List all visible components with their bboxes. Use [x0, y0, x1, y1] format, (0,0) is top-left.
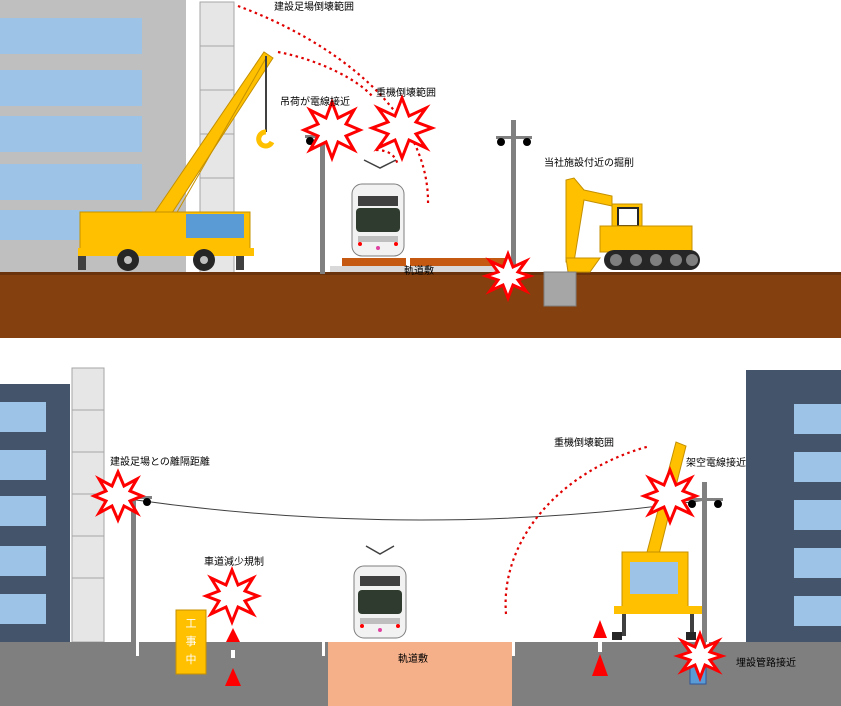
label-scaffold-collapse: 建設足場倒壊範囲: [274, 0, 354, 13]
overhead-wire: [135, 499, 707, 521]
sign-char: 工: [186, 617, 197, 630]
utility-pole-icon: [305, 135, 341, 274]
excavator-icon: [565, 177, 700, 273]
hazard-burst-icon: [673, 629, 727, 683]
warning-triangle-icon: [592, 620, 608, 676]
bottom-left-scaffold: [71, 367, 105, 643]
sign-char: 中: [186, 653, 197, 666]
label-machine-collapse: 重機倒壊範囲: [554, 436, 614, 449]
hazard-burst-icon: [367, 93, 437, 163]
bottom-left-building: [0, 384, 70, 642]
bottom-track-bed: [328, 642, 512, 706]
collapse-range-arc: [504, 444, 651, 615]
label-top-track-bed: 軌道敷: [404, 264, 434, 277]
bottom-scene: 工 事 中: [0, 367, 841, 706]
utility-pole-icon: [496, 120, 532, 278]
label-load-near-wire: 吊荷が電線接近: [280, 95, 350, 108]
label-bottom-track-bed: 軌道敷: [398, 652, 428, 665]
crane-icon: [612, 441, 702, 640]
tram-icon: [351, 159, 405, 257]
label-buried-pipe-near: 埋設管路接近: [736, 656, 796, 669]
construction-sign-icon: 工 事 中: [175, 609, 207, 675]
top-ground: [0, 274, 841, 338]
hazard-burst-icon: [481, 249, 535, 303]
top-track-bed-base: [330, 266, 520, 272]
hazard-burst-icon: [639, 465, 701, 527]
collapse-range-arcs: [237, 4, 430, 206]
hazard-burst-icon: [300, 97, 364, 163]
top-track-bed: [342, 258, 406, 266]
hazard-burst-icon: [201, 565, 263, 627]
crane-icon: [78, 51, 275, 271]
top-scene: 建設足場倒壊範囲 吊荷が電線接近 重機倒壊範囲 当社施設付近の掘削 軌道敷: [0, 0, 841, 338]
label-excavation-near-facility: 当社施設付近の掘削: [544, 156, 634, 169]
bottom-right-building: [746, 370, 841, 642]
utility-pole-icon: [116, 496, 152, 642]
top-ground-surface: [0, 272, 841, 275]
label-overhead-wire-near: 架空電線接近: [686, 456, 746, 469]
hazard-burst-icon: [90, 468, 146, 524]
warning-triangle-icon: [225, 628, 241, 686]
underground-facility: [543, 271, 577, 307]
label-lane-restriction: 車道減少規制: [204, 555, 264, 568]
utility-pole-icon: [687, 482, 723, 642]
sign-char: 事: [186, 635, 197, 648]
tram-icon: [353, 545, 407, 639]
top-track-bed: [410, 258, 508, 266]
label-machine-collapse: 重機倒壊範囲: [376, 86, 436, 99]
label-scaffold-distance: 建設足場との離隔距離: [110, 455, 210, 468]
